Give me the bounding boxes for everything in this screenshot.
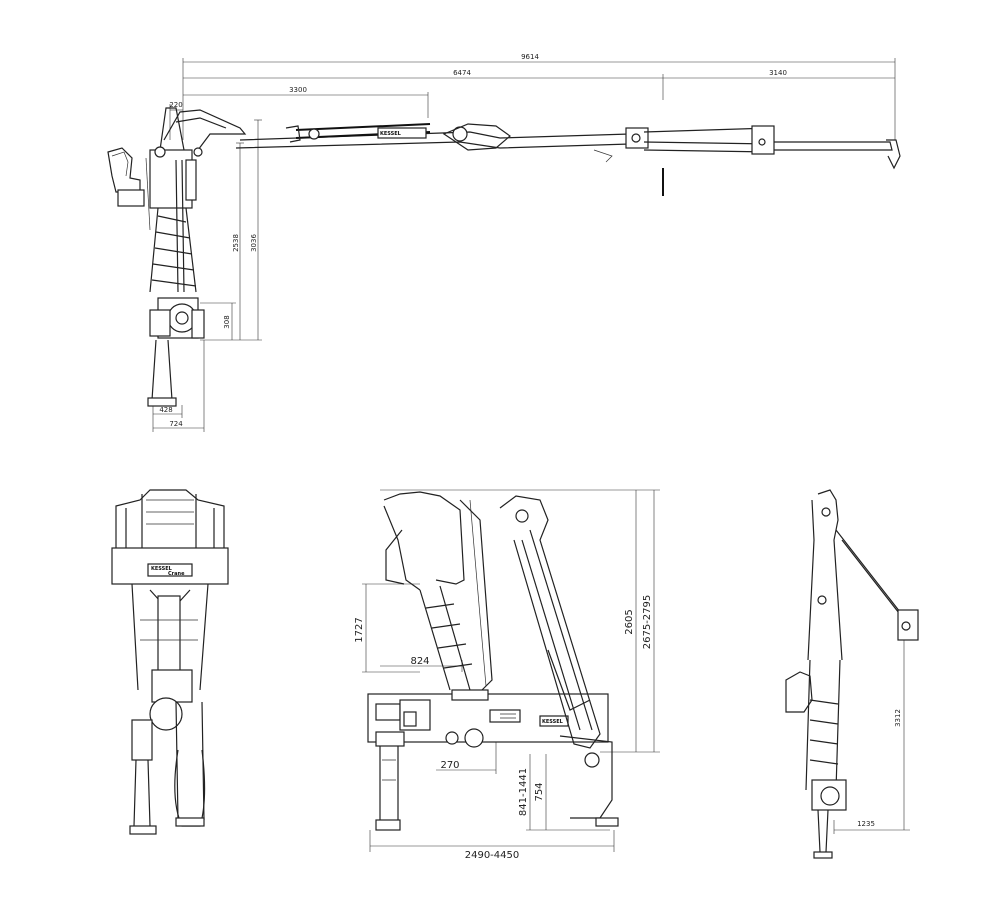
front-view: KESSEL Crane (111, 489, 229, 835)
dim-folded-height-range-alt: 2675-2795 (642, 595, 653, 650)
dim-inner-boom: 3300 (289, 86, 307, 94)
dim-stabilizer-span: 2490-4450 (465, 850, 520, 861)
extension-boom (625, 125, 901, 196)
dim-leg-height-range: 841-1441 (518, 768, 529, 816)
front-base (129, 669, 206, 835)
dim-folded-height-range: 2605 (624, 609, 635, 634)
reach-dimension-lines (169, 58, 896, 140)
dim-folded-height: 1727 (354, 617, 365, 642)
dim-base-width-large: 724 (169, 420, 183, 428)
folded-dimension-lines (362, 489, 660, 852)
front-plate-logo: KESSEL (151, 566, 173, 572)
main-boom: KESSEL (235, 123, 631, 163)
dim-height-boom: 2538 (232, 234, 240, 252)
extended-crane-view: 9614 6474 3140 3300 220 2538 3036 308 42… (107, 53, 901, 432)
operator-seat (107, 147, 145, 207)
inner-boom (154, 109, 247, 158)
dim-extension-reach: 3140 (769, 69, 787, 77)
crane-base (147, 297, 205, 407)
front-plate-text: Crane (168, 571, 185, 577)
folded-side-view: 1727 824 2605 2675-2795 270 841-1441 754… (354, 489, 660, 861)
dim-height-total: 3036 (250, 234, 258, 252)
height-dimension-lines (200, 119, 262, 341)
folded-stabilizer-leg (375, 731, 405, 831)
dim-offset-top: 220 (169, 101, 182, 109)
front-cabin-frame: KESSEL Crane (111, 489, 229, 585)
folded-seat-ladder (383, 491, 493, 691)
front-column (131, 583, 209, 691)
dim-base-height: 308 (223, 315, 231, 328)
dim-side-reach-height: 3312 (894, 709, 902, 727)
folded-boom (499, 495, 619, 827)
dim-leg-height: 754 (534, 782, 545, 801)
dim-base-width-small: 428 (159, 406, 172, 414)
dim-column-offset: 270 (440, 760, 459, 771)
dim-folded-depth: 824 (410, 656, 429, 667)
dim-main-reach: 6474 (453, 69, 471, 77)
folded-base-body: KESSEL (367, 689, 609, 748)
side-reach-column (785, 659, 847, 859)
dim-total-reach: 9614 (521, 53, 539, 61)
folded-plate-logo: KESSEL (542, 719, 564, 725)
side-reach-boom (807, 489, 919, 661)
crane-column (145, 107, 197, 293)
dim-side-reach-width: 1235 (857, 820, 875, 828)
side-reach-view: 3312 1235 (785, 489, 919, 859)
boom-logo: KESSEL (380, 131, 402, 137)
